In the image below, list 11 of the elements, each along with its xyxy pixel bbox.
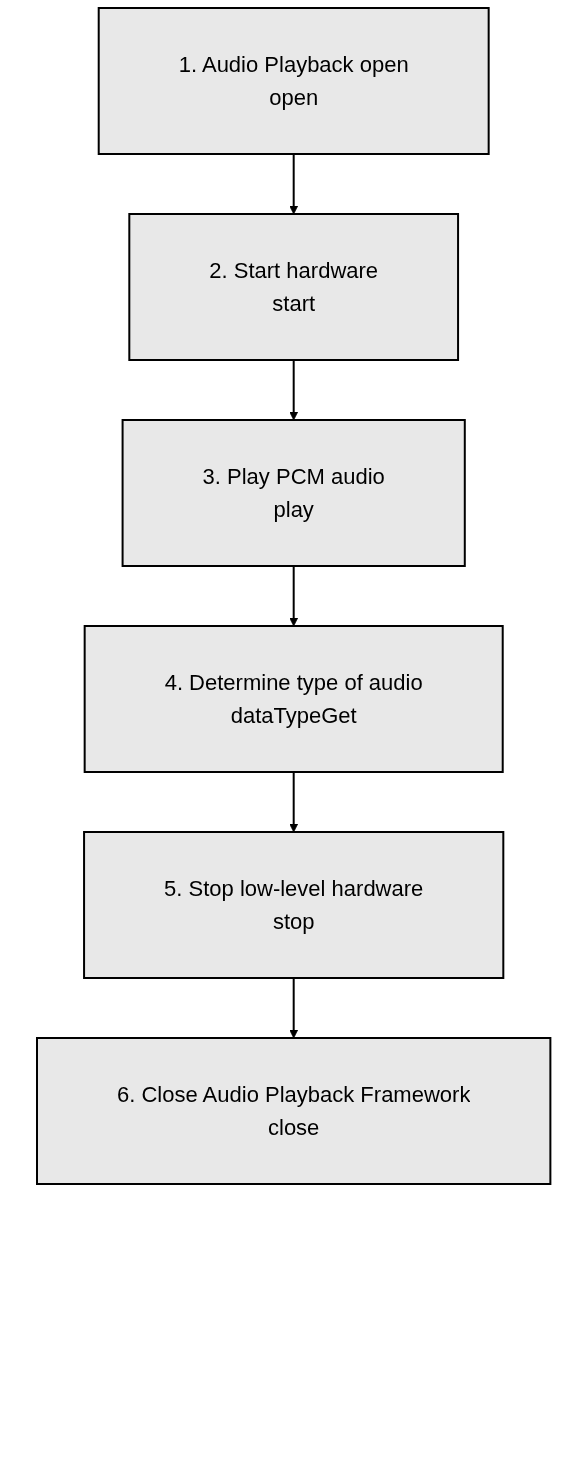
node-box: 6. Close Audio Playback Framework close [36,1037,552,1185]
node-box: 1. Audio Playback open open [98,7,490,155]
node-box: 5. Stop low-level hardware stop [83,831,505,979]
node-box: 2. Start hardware start [128,213,460,361]
arrow [289,771,299,833]
arrow [289,359,299,421]
arrow [289,565,299,627]
node-box: 4. Determine type of audio dataTypeGet [84,625,504,773]
node-box: 3. Play PCM audio play [121,419,467,567]
arrow [289,977,299,1039]
arrow [289,153,299,215]
